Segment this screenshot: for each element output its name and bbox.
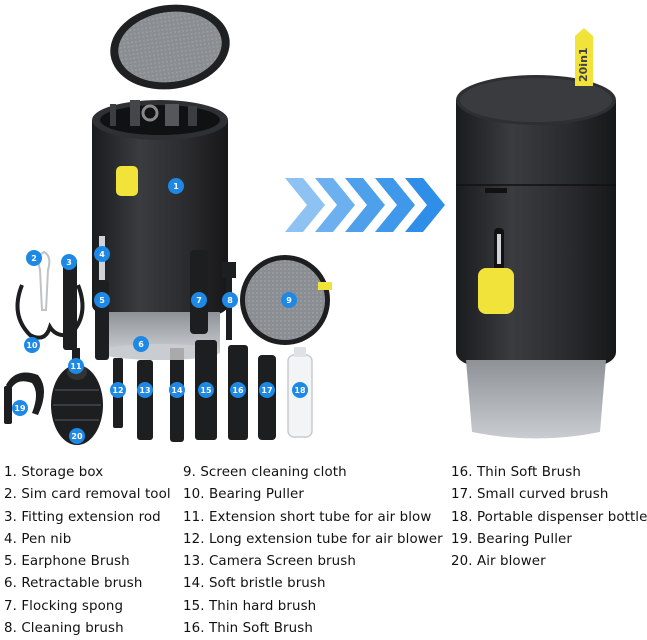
legend-item: 10. Bearing Puller — [183, 487, 304, 503]
yellow-button — [116, 166, 138, 196]
legend-column-3: 16. Thin Soft Brush 17. Small curved bru… — [451, 462, 647, 573]
badge-20: 20 — [69, 428, 85, 444]
yellow-button-closed — [478, 268, 514, 314]
svg-text:1: 1 — [173, 182, 179, 191]
legend-item: 11. Extension short tube for air blow — [183, 509, 432, 525]
badge-12: 12 — [110, 382, 126, 398]
badge-1: 1 — [168, 178, 184, 194]
badge-14: 14 — [169, 382, 185, 398]
svg-text:7: 7 — [196, 296, 202, 305]
svg-text:9: 9 — [286, 296, 292, 305]
badge-2: 2 — [26, 250, 42, 266]
badge-8: 8 — [222, 292, 238, 308]
svg-text:2: 2 — [31, 254, 37, 263]
svg-text:17: 17 — [261, 386, 272, 395]
badge-10: 10 — [24, 337, 40, 353]
badge-4: 4 — [94, 246, 110, 262]
legend-item: 18. Portable dispenser bottle — [451, 509, 647, 525]
svg-text:3: 3 — [66, 258, 72, 267]
parts-legend: 1. Storage box 2. Sim card removal tool … — [0, 462, 647, 640]
badge-11: 11 — [68, 358, 84, 374]
badge-6: 6 — [133, 336, 149, 352]
legend-item: 16. Thin Soft Brush — [451, 465, 581, 480]
storage-box-closed: 20in1 — [456, 28, 616, 439]
legend-item: 5. Earphone Brush — [4, 554, 130, 570]
storage-box-open — [92, 4, 230, 360]
badge-9: 9 — [281, 292, 297, 308]
legend-item: 14. Soft bristle brush — [183, 576, 326, 592]
transition-arrows — [285, 178, 445, 232]
badge-7: 7 — [191, 292, 207, 308]
legend-item: 3. Fitting extension rod — [4, 509, 161, 525]
legend-item: 2. Sim card removal tool — [4, 487, 171, 503]
svg-text:13: 13 — [139, 386, 150, 395]
badge-5: 5 — [94, 292, 110, 308]
svg-text:6: 6 — [138, 340, 144, 349]
product-illustration: 20in1 1 2 3 4 5 6 7 8 9 10 11 12 13 14 1… — [4, 4, 616, 445]
product-tag: 20in1 — [575, 28, 593, 86]
svg-text:20in1: 20in1 — [577, 47, 590, 82]
svg-text:15: 15 — [200, 386, 212, 395]
legend-item: 12. Long extension tube for air blower — [183, 531, 443, 547]
svg-text:11: 11 — [70, 362, 82, 371]
svg-text:10: 10 — [26, 341, 38, 350]
legend-column-1: 1. Storage box 2. Sim card removal tool … — [4, 462, 171, 640]
legend-item: 1. Storage box — [4, 465, 104, 480]
legend-item: 13. Camera Screen brush — [183, 554, 356, 570]
legend-item: 15. Thin hard brush — [183, 598, 317, 614]
svg-text:4: 4 — [99, 250, 105, 259]
legend-item: 16. Thin Soft Brush — [183, 621, 313, 637]
badge-3: 3 — [61, 254, 77, 270]
tools-row-1 — [15, 236, 332, 360]
legend-item: 17. Small curved brush — [451, 487, 609, 503]
legend-item: 4. Pen nib — [4, 531, 72, 547]
lid-cloth — [118, 11, 222, 83]
badge-16: 16 — [230, 382, 246, 398]
badge-19: 19 — [12, 400, 28, 416]
badge-13: 13 — [137, 382, 153, 398]
svg-text:20: 20 — [71, 432, 83, 441]
legend-item: 8. Cleaning brush — [4, 621, 124, 637]
badge-18: 18 — [292, 382, 308, 398]
legend-item: 19. Bearing Puller — [451, 531, 572, 547]
badge-15: 15 — [198, 382, 214, 398]
legend-item: 6. Retractable brush — [4, 576, 143, 592]
svg-text:5: 5 — [99, 296, 105, 305]
badge-17: 17 — [259, 382, 275, 398]
legend-item: 20. Air blower — [451, 554, 546, 570]
number-badges: 1 2 3 4 5 6 7 8 9 10 11 12 13 14 15 16 1… — [12, 178, 308, 444]
svg-text:18: 18 — [294, 386, 306, 395]
svg-text:16: 16 — [232, 386, 244, 395]
legend-item: 9. Screen cleaning cloth — [183, 465, 347, 480]
legend-item: 7. Flocking spong — [4, 598, 124, 614]
svg-text:12: 12 — [112, 386, 123, 395]
legend-column-2: 9. Screen cleaning cloth 10. Bearing Pul… — [183, 462, 443, 640]
svg-text:8: 8 — [227, 296, 233, 305]
svg-text:19: 19 — [14, 404, 26, 413]
svg-text:14: 14 — [171, 386, 183, 395]
